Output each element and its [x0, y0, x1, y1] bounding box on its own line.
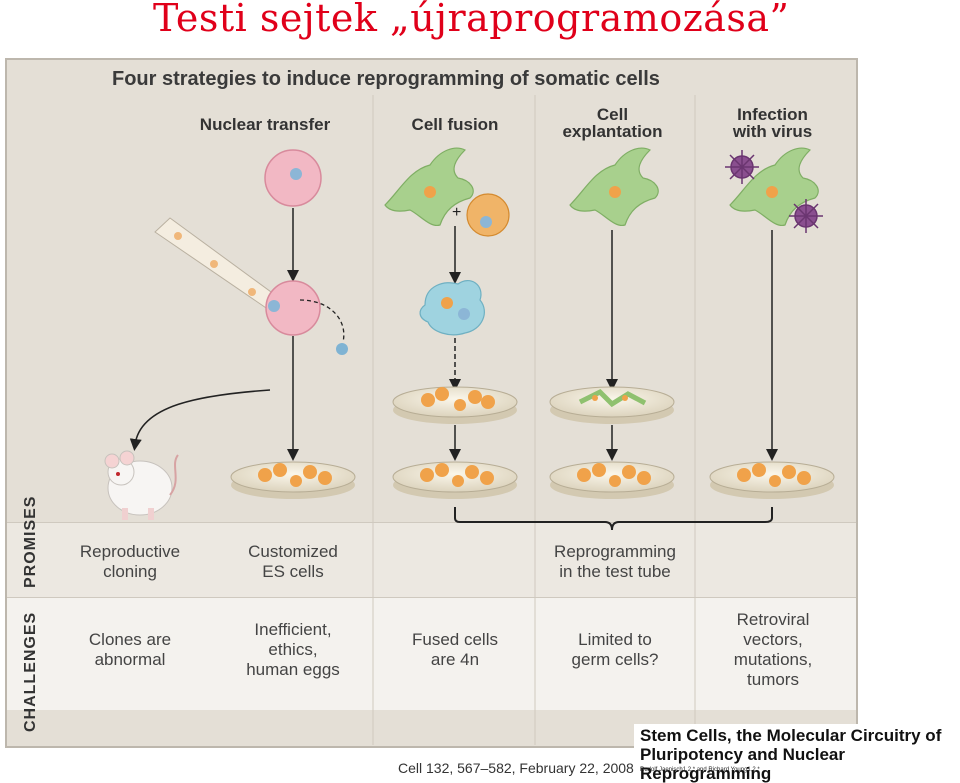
fused-cell-icon — [419, 279, 485, 336]
challenge-inefficient: Inefficient, ethics, human eggs — [246, 620, 340, 679]
reference-title: Stem Cells, the Molecular Circuitry of P… — [640, 726, 942, 783]
explant-somatic-cell-icon — [569, 147, 659, 227]
challenge-germ-cells: Limited to germ cells? — [571, 630, 659, 669]
promises-row-label: PROMISES — [22, 495, 39, 588]
es-cell-dish-icon — [709, 461, 835, 499]
virus-icon — [725, 150, 759, 184]
es-cell-dish-icon — [392, 461, 518, 499]
column-cell-fusion: Cell fusion — [411, 115, 499, 134]
column-cell-explantation: Cell explantation — [562, 105, 663, 141]
grouping-brace — [454, 507, 773, 531]
reference-authors: Rudolf Jaenisch1,2,* and Richard Young1,… — [640, 767, 760, 773]
petri-dish-icon — [549, 386, 675, 424]
column-nuclear-transfer: Nuclear transfer — [199, 115, 331, 134]
challenge-clones-abnormal: Clones are abnormal — [88, 630, 172, 669]
challenges-row-label: CHALLENGES — [22, 611, 39, 732]
challenge-retroviral: Retroviral vectors, mutations, tumors — [733, 610, 813, 689]
arrow-nucleus-removed — [299, 299, 345, 343]
plus-sign: + — [452, 204, 461, 221]
arrow-to-mouse — [129, 389, 271, 451]
pipette-icon — [154, 217, 283, 313]
virus-icon — [789, 199, 823, 233]
egg-cell-icon — [264, 149, 322, 207]
es-cell-dish-icon — [230, 461, 356, 499]
reference-box: Stem Cells, the Molecular Circuitry of P… — [634, 724, 960, 783]
column-infection-virus: Infection with virus — [732, 105, 813, 141]
es-cell-icon — [466, 193, 510, 237]
figure-title: Four strategies to induce reprogramming … — [112, 68, 660, 90]
es-cell-dish-icon — [549, 461, 675, 499]
challenges-band — [7, 597, 856, 710]
petri-dish-icon — [392, 386, 518, 424]
promise-reproductive-cloning: Reproductive cloning — [79, 542, 181, 581]
enucleated-egg-icon — [265, 280, 321, 336]
mouse-icon — [104, 450, 179, 520]
slide-title: Testi sejtek „újraprogramozása” — [153, 0, 790, 40]
citation-text: Cell 132, 567–582, February 22, 2008 © — [398, 760, 649, 776]
column-dividers — [372, 95, 696, 745]
promise-customized-es: Customized ES cells — [248, 542, 338, 581]
promise-reprogramming-test-tube: Reprogramming in the test tube — [554, 542, 676, 581]
somatic-cell-icon — [384, 147, 474, 227]
challenge-fused-4n: Fused cells are 4n — [412, 630, 498, 669]
removed-nucleus-icon — [336, 343, 348, 355]
promises-band — [7, 522, 856, 597]
